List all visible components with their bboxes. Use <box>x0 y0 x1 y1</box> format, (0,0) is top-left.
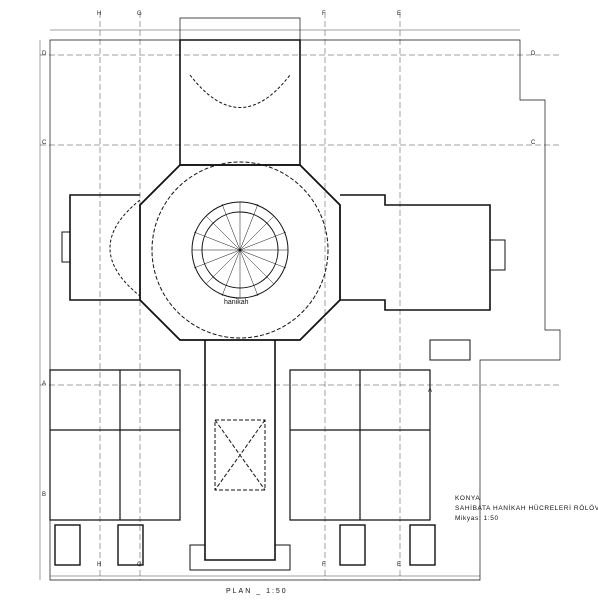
axis-label-left-b: B <box>42 492 47 498</box>
east-niche <box>490 239 506 271</box>
plan-caption: PLAN _ 1:50 <box>226 588 288 595</box>
axis-label-right-d: D <box>531 51 536 57</box>
west-niche <box>61 231 70 263</box>
axis-label-right-a: A <box>428 388 433 394</box>
axis-label-bottom-e: E <box>397 562 402 568</box>
south-entrance <box>189 544 291 571</box>
south-stair <box>214 419 266 491</box>
west-iwan <box>69 194 140 301</box>
axis-label-top-g: G <box>137 11 142 17</box>
room-label-hanikah: hanikah <box>224 299 249 306</box>
axis-label-left-d: D <box>42 51 47 57</box>
south-piers <box>54 524 436 566</box>
oculus-spokes <box>192 202 288 298</box>
west-cells <box>49 369 181 521</box>
axis-lines <box>40 12 560 580</box>
axis-label-top-h: H <box>97 11 102 17</box>
axis-label-right-c: C <box>531 140 536 146</box>
east-cells <box>289 369 431 521</box>
title-subject: SAHİBATA HANİKAH HÜCRELERİ RÖLÖVESİ <box>455 505 598 512</box>
title-scale: Mikyas: 1:50 <box>455 515 499 522</box>
dome-outer-circle <box>151 161 329 339</box>
axis-label-top-f: F <box>322 11 326 17</box>
title-city: KONYA <box>455 495 481 502</box>
north-hall <box>179 39 301 166</box>
central-octagon <box>139 164 341 341</box>
axis-label-top-e: E <box>397 11 402 17</box>
north-apse <box>189 74 291 108</box>
axis-label-bottom-h: H <box>97 562 102 568</box>
west-apse <box>109 199 141 297</box>
east-wing <box>340 194 491 311</box>
site-boundary <box>49 17 561 581</box>
axis-label-bottom-f: F <box>322 562 326 568</box>
axis-label-left-a: A <box>42 381 47 387</box>
title-block: KONYA SAHİBATA HANİKAH HÜCRELERİ RÖLÖVES… <box>455 494 598 524</box>
south-corridor <box>204 340 276 561</box>
dimension-lines <box>39 29 520 580</box>
axis-label-left-c: C <box>42 140 47 146</box>
east-annex <box>429 339 471 361</box>
axis-label-bottom-g: G <box>137 562 142 568</box>
